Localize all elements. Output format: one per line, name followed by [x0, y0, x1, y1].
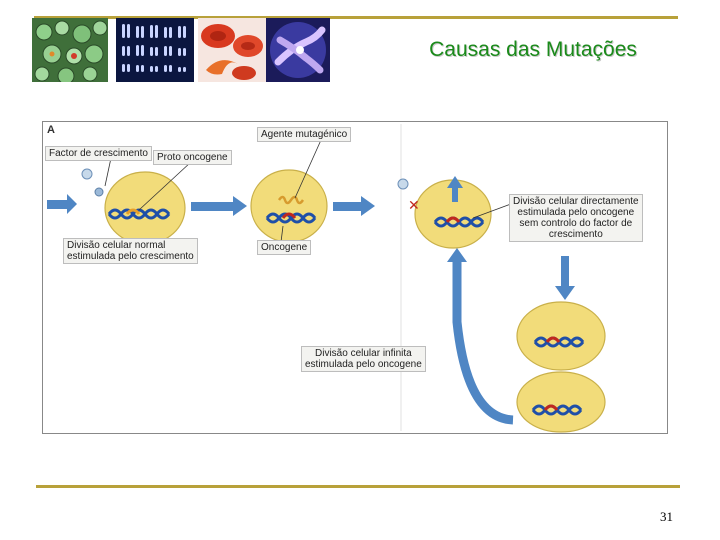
top-rule	[34, 16, 678, 19]
flow-arrows	[47, 194, 575, 425]
page-number: 31	[660, 509, 673, 524]
chromosome-thumbnail-image	[266, 18, 330, 82]
normal-cell	[94, 171, 186, 245]
label-direct-division-line2: estimulada pelo oncogene	[517, 207, 635, 218]
label-growth-factor: Factor de crescimento	[45, 146, 152, 161]
diagram-drawing: ✕	[47, 124, 606, 433]
bottom-rule	[36, 485, 680, 488]
label-direct-division-line1: Divisão celular directamente	[513, 196, 639, 207]
oncogene-cell: ✕	[408, 176, 492, 249]
karyotype-thumbnail-image	[116, 18, 194, 82]
cells-thumbnail-image	[32, 18, 108, 82]
label-infinite-division-line1: Divisão celular infinita	[315, 348, 412, 359]
svg-text:✕: ✕	[408, 198, 420, 214]
label-direct-division: Divisão celular directamente estimulada …	[509, 194, 643, 242]
slide-title: Causas das Mutações	[429, 38, 637, 61]
label-mutagenic-agent: Agente mutagénico	[257, 127, 352, 142]
label-normal-division-line2: estimulada pelo crescimento	[67, 251, 194, 262]
oncogene-diagram: ✕	[42, 121, 668, 434]
label-direct-division-line3: sem controlo do factor de	[519, 218, 633, 229]
red-blood-cells-thumbnail-image	[198, 18, 266, 82]
label-direct-division-line4: crescimento	[548, 229, 603, 240]
mutated-cell	[250, 169, 328, 243]
label-infinite-division: Divisão celular infinita estimulada pelo…	[301, 346, 426, 372]
label-normal-division: Divisão celular normal estimulada pelo c…	[63, 238, 198, 264]
dividing-cell-bottom	[516, 371, 606, 433]
label-infinite-division-line2: estimulada pelo oncogene	[305, 359, 422, 370]
dividing-cell-top	[516, 301, 606, 371]
label-proto-oncogene: Proto oncogene	[153, 150, 232, 165]
label-oncogene: Oncogene	[257, 240, 312, 255]
label-normal-division-line1: Divisão celular normal	[67, 240, 166, 251]
panel-letter: A	[47, 124, 55, 136]
